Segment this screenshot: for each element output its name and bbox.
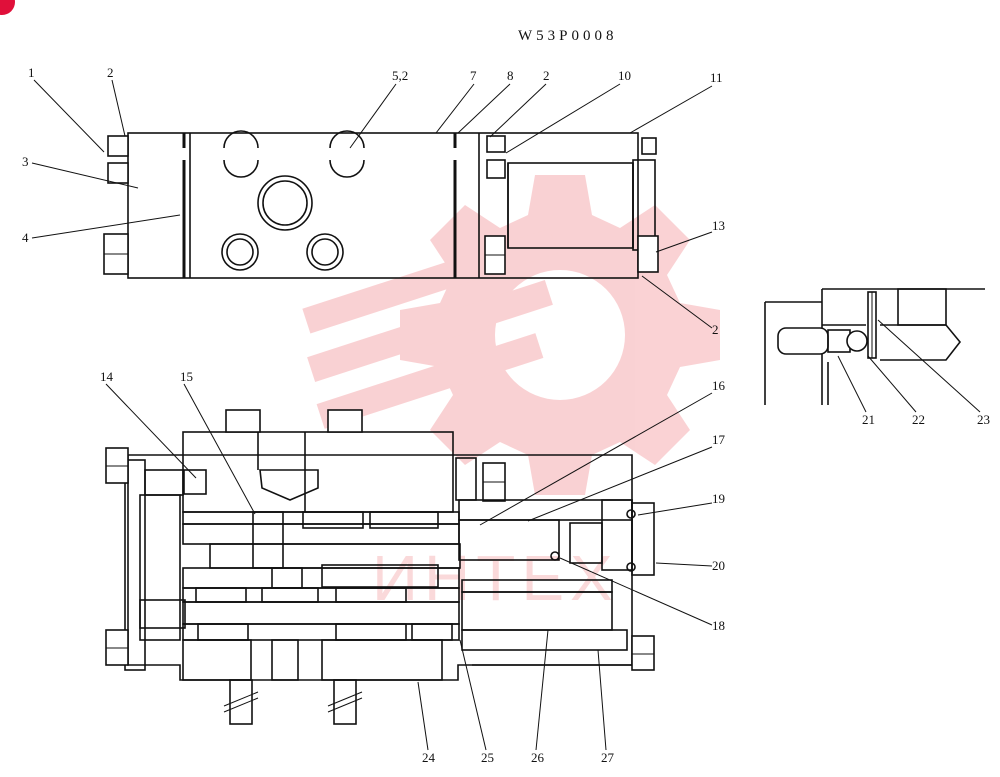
callout-7: 7 <box>470 68 477 83</box>
watermark-text: ИНТЕХ <box>372 542 619 614</box>
detail-view-callouts: 21 22 23 <box>837 319 990 427</box>
callout-22: 22 <box>912 412 925 427</box>
callout-23: 23 <box>977 412 990 427</box>
callout-11: 11 <box>710 70 723 85</box>
callout-16: 16 <box>712 378 726 393</box>
callout-21: 21 <box>862 412 875 427</box>
callout-27: 27 <box>601 750 615 765</box>
callout-25: 25 <box>481 750 494 765</box>
callout-2a: 2 <box>107 65 114 80</box>
callout-20: 20 <box>712 558 725 573</box>
detail-view <box>764 288 985 405</box>
section-view <box>105 409 655 725</box>
callout-24: 24 <box>422 750 436 765</box>
callout-2b: 2 <box>543 68 550 83</box>
section-view-callouts: 14 15 16 17 19 20 18 24 25 26 27 <box>100 369 726 765</box>
callout-4: 4 <box>22 230 29 245</box>
callout-26: 26 <box>531 750 545 765</box>
callout-18: 18 <box>712 618 725 633</box>
callout-10: 10 <box>618 68 631 83</box>
callout-17: 17 <box>712 432 726 447</box>
corner-badge <box>0 0 15 15</box>
callout-19: 19 <box>712 491 725 506</box>
callout-14: 14 <box>100 369 114 384</box>
callout-5-2: 5,2 <box>392 68 408 83</box>
callout-15: 15 <box>180 369 193 384</box>
callout-1: 1 <box>28 65 35 80</box>
callout-3: 3 <box>22 154 29 169</box>
callout-2c: 2 <box>712 322 719 337</box>
callout-8: 8 <box>507 68 514 83</box>
callout-13: 13 <box>712 218 725 233</box>
top-view <box>103 130 659 279</box>
watermark-logo <box>302 175 720 495</box>
drawing-code: W53P0008 <box>518 28 618 44</box>
top-view-callouts: 1 2 3 4 5,2 7 8 2 10 11 13 2 <box>22 65 725 337</box>
